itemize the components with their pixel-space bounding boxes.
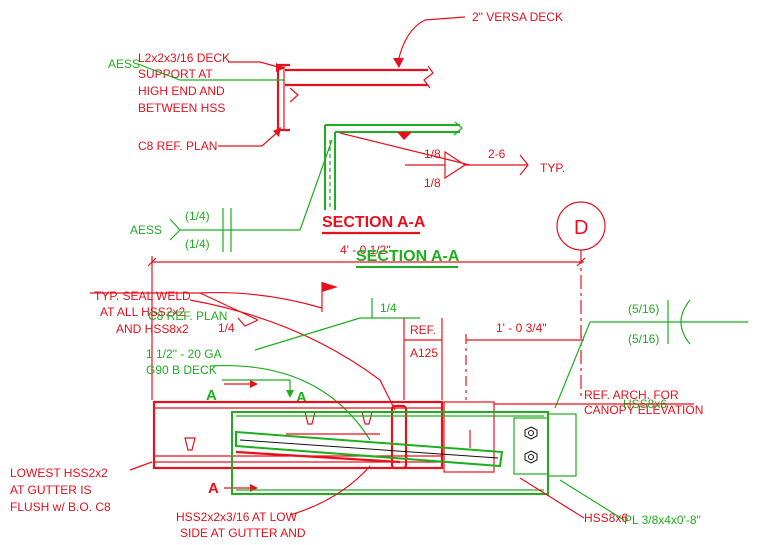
weld-1-4-left-flag xyxy=(237,317,259,327)
weld-1-8-leader xyxy=(339,132,471,166)
bolt-top xyxy=(524,426,538,440)
hss8x6-column xyxy=(513,417,549,475)
seal-weld-leader-top xyxy=(90,291,323,309)
seal-weld-ref-line xyxy=(199,292,259,321)
hss2x2-low-label-2: SIDE AT GUTTER AND xyxy=(180,526,306,540)
section-arrow-green xyxy=(222,379,291,392)
seal-weld-label-2: AT ALL HSS2x2 xyxy=(100,305,185,319)
versa-deck-arrowhead xyxy=(393,58,404,68)
lowest-hss-label-3: FLUSH w/ B.O. C8 xyxy=(10,500,111,514)
aess-top-label: AESS xyxy=(108,57,140,71)
seal-weld-label-3: AND HSS8x2 xyxy=(116,322,189,336)
bolt-bottom xyxy=(524,450,538,464)
flag-red xyxy=(322,282,338,292)
weld-1-4-mid-leader xyxy=(254,317,361,351)
overall-dim-ticks xyxy=(147,257,586,267)
weld-1-4-top: (1/4) xyxy=(185,209,210,223)
deck-support-label-3: HIGH END AND xyxy=(138,84,225,98)
weld-1-8-flag xyxy=(397,132,412,140)
deck-ga-leader xyxy=(209,364,371,441)
lowest-hss-label-2: AT GUTTER IS xyxy=(10,483,92,497)
deck-support-label-2: SUPPORT AT xyxy=(138,67,213,81)
hss2x2-low-label-1: HSS2x2x3/16 AT LOW xyxy=(176,510,298,524)
hss-green-frame xyxy=(231,411,549,495)
typ-tail xyxy=(519,154,529,176)
hss8x6-bottom-label: HSS8x6 xyxy=(584,511,628,525)
weld-5-16-leader xyxy=(554,321,591,409)
overall-dimension: 4' - 0 1/2" xyxy=(340,243,391,257)
hss8x6-bottom-leader xyxy=(519,477,585,519)
weld-1-8-triangle xyxy=(444,150,467,180)
aess-mid-label: AESS xyxy=(130,223,162,237)
deck-rib-2 xyxy=(304,411,316,425)
weld-1-8-top: 1/8 xyxy=(424,147,441,161)
section-mark-a-green-1: A xyxy=(206,387,217,404)
sloped-hss-center xyxy=(239,439,499,459)
seal-weld-label-1: TYP. SEAL WELD xyxy=(94,289,191,303)
weld-1-8-bottom: 1/8 xyxy=(424,176,441,190)
section-mark-a-green-2: A xyxy=(296,389,307,406)
section-title-red: SECTION A-A xyxy=(322,214,426,231)
seal-weld-leader-long xyxy=(189,299,396,411)
weld-5-16-top: (5/16) xyxy=(628,302,659,316)
weld-1-4-left: 1/4 xyxy=(218,321,235,335)
hss8x6-plate xyxy=(547,413,577,477)
plate-leader xyxy=(559,479,625,521)
section-arrowhead-red-top xyxy=(250,380,258,388)
deck-support-label-4: BETWEEN HSS xyxy=(138,101,225,115)
weld-pitch: 2-6 xyxy=(488,147,506,161)
section-mark-a-red: A xyxy=(208,480,219,497)
weld-5-16-all-around xyxy=(680,299,691,345)
section-arrowhead-green xyxy=(286,390,294,398)
sloped-hss-green xyxy=(235,430,504,468)
c8-ref-leader xyxy=(218,129,281,147)
green-angle-member xyxy=(324,124,460,210)
hss2x2-low-leader xyxy=(289,465,371,516)
deck-support-leader xyxy=(228,61,283,69)
deck-ga-label-2: G90 B DECK xyxy=(146,363,217,377)
hss-connection-box xyxy=(443,401,495,473)
deck-support-label-1: L2x2x3/16 DECK xyxy=(138,51,230,65)
versa-deck-leader xyxy=(397,16,466,63)
lowest-hss-label-1: LOWEST HSS2x2 xyxy=(10,466,108,480)
lowest-hss-leader xyxy=(129,461,153,471)
deck-support-arrowhead xyxy=(276,63,285,72)
ref-arch-label-2: CANOPY ELEVATION xyxy=(584,403,703,417)
sloped-hss-red xyxy=(235,450,401,464)
weld-1-4-bottom: (1/4) xyxy=(185,237,210,251)
deck-ga-label-1: 1 1/2" - 20 GA xyxy=(146,347,222,361)
hss-end-cap xyxy=(390,404,408,470)
dim-1-0-34: 1' - 0 3/4" xyxy=(496,321,547,335)
aess-mid-leader xyxy=(299,139,333,231)
ref-label: REF. xyxy=(410,323,436,337)
c8-ref-arrowhead xyxy=(273,127,281,137)
weld-5-16-bottom: (5/16) xyxy=(628,332,659,346)
hss8x2-outline xyxy=(152,400,444,470)
angle-break-symbol xyxy=(453,121,463,136)
grid-bubble-label: D xyxy=(574,217,588,239)
a125-label: A125 xyxy=(410,346,438,360)
deck-break-symbol xyxy=(423,65,434,89)
section-arrowhead-red-bottom xyxy=(250,484,258,492)
aess-mid-tail xyxy=(169,218,181,241)
versa-deck-label: 2" VERSA DECK xyxy=(472,10,563,24)
c8-ref-plan-label: C8 REF. PLAN xyxy=(148,309,227,323)
typ-label: TYP. xyxy=(540,161,565,175)
plate-label: PL 3/8x4x0'-8" xyxy=(624,513,701,527)
weld-1-4-mid: 1/4 xyxy=(380,301,397,315)
ref-arch-label-1: REF. ARCH. FOR xyxy=(584,388,679,402)
aess-weld-leader xyxy=(137,63,285,81)
c8-ref-label: C8 REF. PLAN xyxy=(138,139,217,153)
deck-support-angle xyxy=(289,87,299,103)
deck-rib-1 xyxy=(184,437,196,451)
deck-rib-3 xyxy=(361,411,373,425)
section-title-green: SECTION A-A xyxy=(356,248,460,265)
